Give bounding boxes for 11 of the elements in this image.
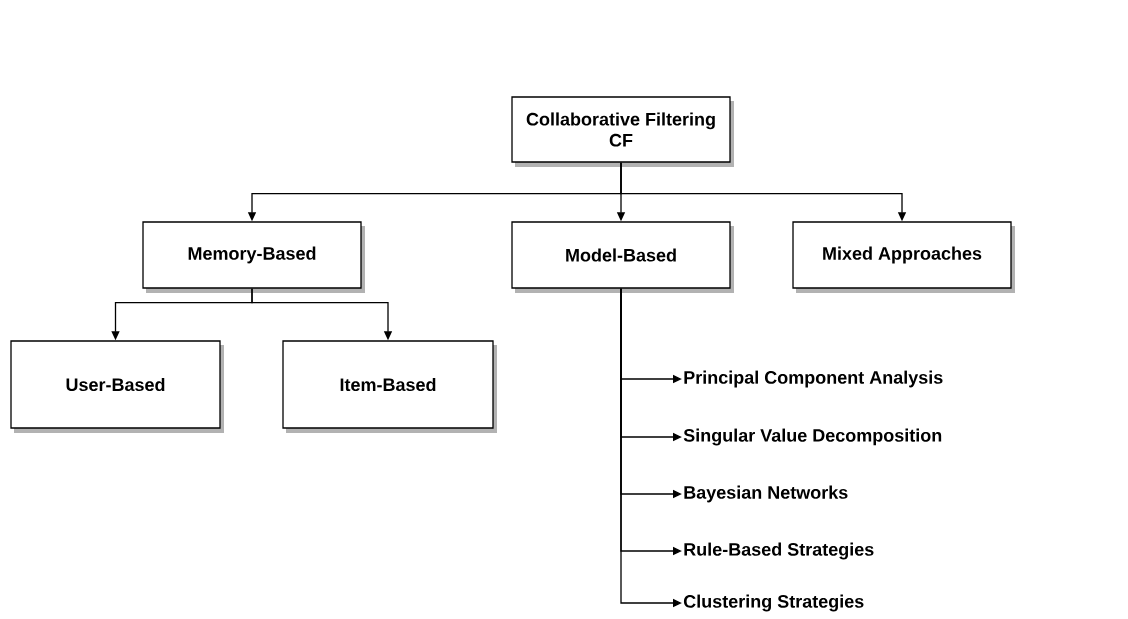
method-label: Rule-Based Strategies (684, 542, 874, 560)
process-box: Item-Based (282, 340, 497, 433)
process-box: Memory-Based (142, 221, 365, 293)
process-box: Collaborative Filtering CF (511, 96, 734, 167)
method-label: Clustering Strategies (683, 594, 864, 612)
process-box: Mixed Approaches (792, 221, 1015, 293)
method-label: Bayesian Networks (684, 485, 848, 503)
process-box: User-Based (10, 340, 224, 433)
process-box: Model-Based (511, 221, 734, 293)
method-label: Singular Value Decomposition (683, 428, 942, 446)
method-label: Principal Component Analysis (684, 370, 943, 388)
